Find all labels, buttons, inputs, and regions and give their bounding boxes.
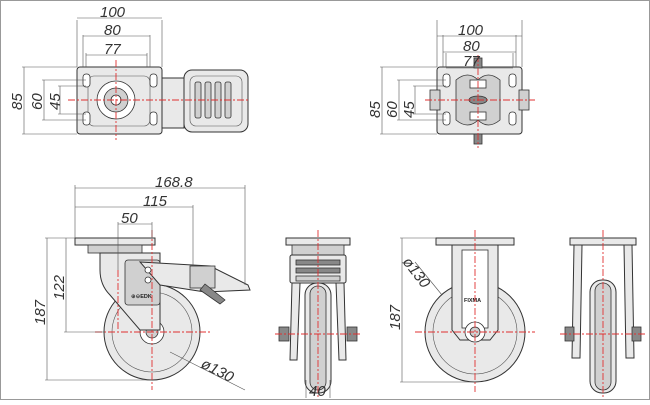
dim-50: 50 [121, 210, 138, 227]
dim-height-85: 85 [9, 93, 26, 110]
dim-height-187: 187 [387, 304, 404, 330]
dim-width-80: 80 [463, 38, 480, 55]
dim-width-40: 40 [309, 383, 326, 400]
dim-height-122: 122 [51, 274, 68, 300]
dim-height-45: 45 [401, 101, 418, 118]
dim-height-187: 187 [32, 299, 49, 325]
dim-height-45: 45 [47, 93, 64, 110]
dim-168-8: 168.8 [155, 174, 193, 191]
top-view-brake: 100 80 77 85 60 45 [9, 4, 250, 140]
top-view-rigid: 100 80 77 85 60 45 [367, 20, 535, 148]
brand-label: ⊕⊖EDK [131, 294, 152, 300]
brand-label: FIXMA [464, 298, 481, 304]
dim-width-77: 77 [463, 53, 480, 70]
dim-width-100: 100 [100, 4, 126, 21]
dim-height-85: 85 [367, 101, 384, 118]
dim-115: 115 [143, 193, 168, 210]
dim-width-100: 100 [458, 22, 484, 39]
front-view-swivel: 40 [275, 230, 362, 400]
dim-height-60: 60 [384, 101, 401, 118]
top-plate [74, 237, 156, 246]
front-view-rigid [560, 230, 646, 398]
dim-width-80: 80 [104, 22, 121, 39]
dim-height-60: 60 [29, 93, 46, 110]
brake-body [161, 77, 185, 129]
dim-width-77: 77 [104, 41, 121, 58]
